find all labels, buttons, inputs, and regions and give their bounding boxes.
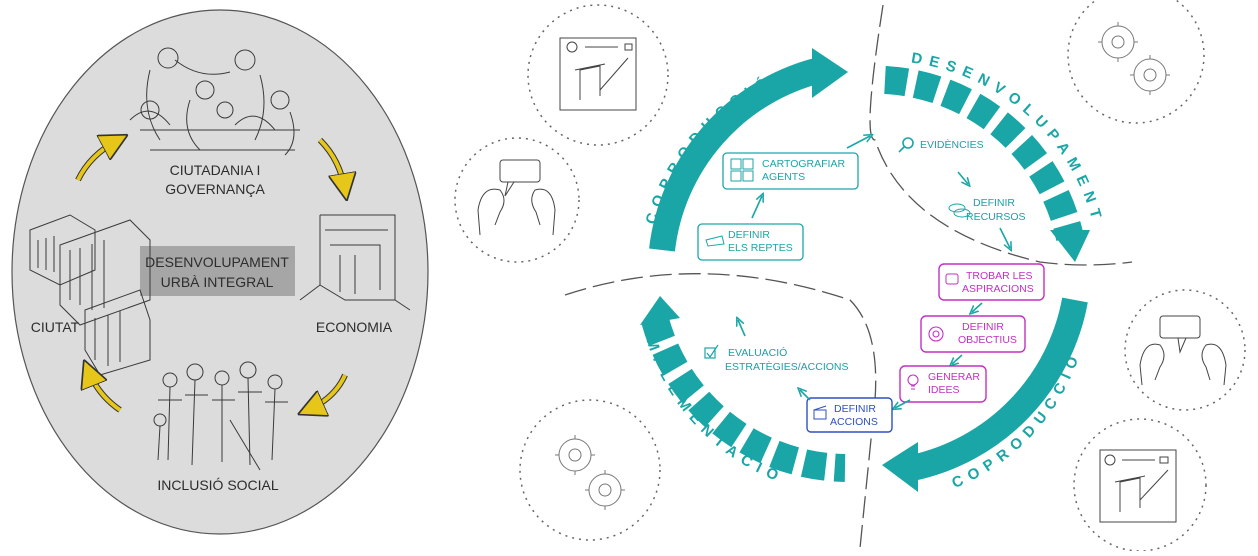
pencil-icon — [705, 235, 725, 247]
dotted-circle-right — [1124, 289, 1246, 411]
step-idees-line1: GENERAR — [928, 371, 980, 383]
checkbox-icon — [704, 344, 719, 359]
lightbulb-icon — [907, 374, 919, 390]
yellow-arrow-city-to-citizens — [76, 140, 118, 181]
arrow-recursos-to-trobar — [999, 227, 1010, 248]
arc-coproduccio-bottom-head — [882, 442, 918, 492]
step-recursos-line2: RECURSOS — [966, 211, 1026, 223]
step-trobar-line1: TROBAR LES — [966, 270, 1033, 282]
arc-desenvolupament-squares — [884, 66, 1084, 242]
arrow-accions-to-avaluacio — [800, 390, 811, 401]
dialog-people-icon — [1139, 315, 1227, 386]
step-definir-accions — [806, 397, 893, 433]
dotted-circle-topleft — [527, 4, 669, 146]
arrow-reptes-to-cartografiar — [751, 196, 762, 219]
step-definir-reptes — [697, 223, 804, 261]
left-label-ciutat: CIUTAT — [31, 319, 80, 335]
dotted-circle-bottomright — [1073, 418, 1207, 552]
divider-bottom-left — [564, 273, 877, 549]
arc-coproduccio-bottom — [909, 297, 1088, 481]
step-idees-line2: IDEES — [928, 384, 960, 396]
arc-desenvolupament-head — [1050, 230, 1090, 262]
arrow-evidencies-to-recursos — [957, 171, 968, 184]
target-icon — [928, 326, 944, 342]
yellow-arrow-citizens-to-economy — [318, 138, 345, 190]
arrow-objectius-to-idees — [952, 354, 963, 364]
city-sketch — [29, 214, 151, 376]
social-inclusion-sketch — [153, 361, 288, 471]
gears-icon — [555, 435, 625, 510]
step-evidencies: EVIDÈNCIES — [920, 138, 984, 151]
economy-sketch — [299, 214, 411, 311]
dialog-people-icon — [477, 159, 556, 236]
step-accions-line2: ACCIONS — [830, 416, 878, 428]
step-cartografiar-line1: CARTOGRAFIAR — [762, 158, 845, 170]
divider-top-right — [869, 4, 1133, 266]
dotted-circle-bottomleft — [519, 399, 661, 541]
step-avaluacio-line1: EVALUACIÓ — [728, 346, 787, 359]
arc-coproduccio-top-head — [812, 48, 848, 98]
arc-coproduccio-top — [649, 57, 824, 252]
step-trobar-aspiracions — [938, 263, 1045, 301]
gears-icon — [1098, 22, 1170, 95]
dotted-circle-left — [454, 137, 580, 263]
step-trobar-line2: ASPIRACIONS — [962, 283, 1034, 295]
dotted-circle-topright — [1067, 0, 1205, 124]
center-label-box — [140, 246, 295, 296]
yellow-arrow-economy-to-inclusion — [308, 374, 347, 410]
arc-implementacio-squares — [641, 316, 846, 482]
chat-icon — [945, 273, 959, 285]
arrow-avaluacio-up — [738, 320, 746, 337]
drawing-board-icon — [1099, 449, 1177, 523]
resources-icon — [948, 203, 971, 218]
arrow-trobar-to-objectius — [972, 302, 983, 312]
step-generar-idees — [899, 365, 987, 403]
yellow-arrow-inclusion-to-city — [88, 370, 122, 412]
citizens-sketch — [129, 47, 300, 156]
step-reptes-line2: ELS REPTES — [728, 242, 793, 254]
center-label-1: DESENVOLUPAMENT — [145, 254, 289, 270]
step-avaluacio-line2: ESTRATÈGIES/ACCIONS — [725, 360, 849, 373]
map-icon — [730, 158, 754, 182]
arrow-cartografiar-to-evidencies — [846, 136, 870, 149]
drawing-board-icon — [559, 37, 637, 111]
step-cartografiar-line2: AGENTS — [762, 171, 805, 183]
step-reptes-line1: DEFINIR — [728, 229, 770, 241]
magnifier-icon — [898, 137, 914, 153]
bottom-label-inclusio: INCLUSIÓ SOCIAL — [157, 477, 279, 493]
step-definir-objectius — [920, 315, 1026, 353]
clapperboard-icon — [813, 405, 827, 420]
left-top-label-2: GOVERNANÇA — [165, 181, 265, 197]
step-cartografiar-agents — [722, 152, 859, 190]
arc-implementacio-head — [640, 296, 680, 325]
left-top-label-1: CIUTADANIA I — [170, 162, 261, 178]
step-objectius-line1: DEFINIR — [962, 321, 1004, 333]
arrow-idees-to-accions — [895, 399, 911, 408]
step-objectius-line2: OBJECTIUS — [958, 334, 1017, 346]
right-label-economia: ECONOMIA — [316, 319, 393, 335]
center-label-2: URBÀ INTEGRAL — [161, 274, 274, 290]
step-accions-line1: DEFINIR — [834, 403, 876, 415]
step-recursos-line1: DEFINIR — [973, 197, 1015, 209]
